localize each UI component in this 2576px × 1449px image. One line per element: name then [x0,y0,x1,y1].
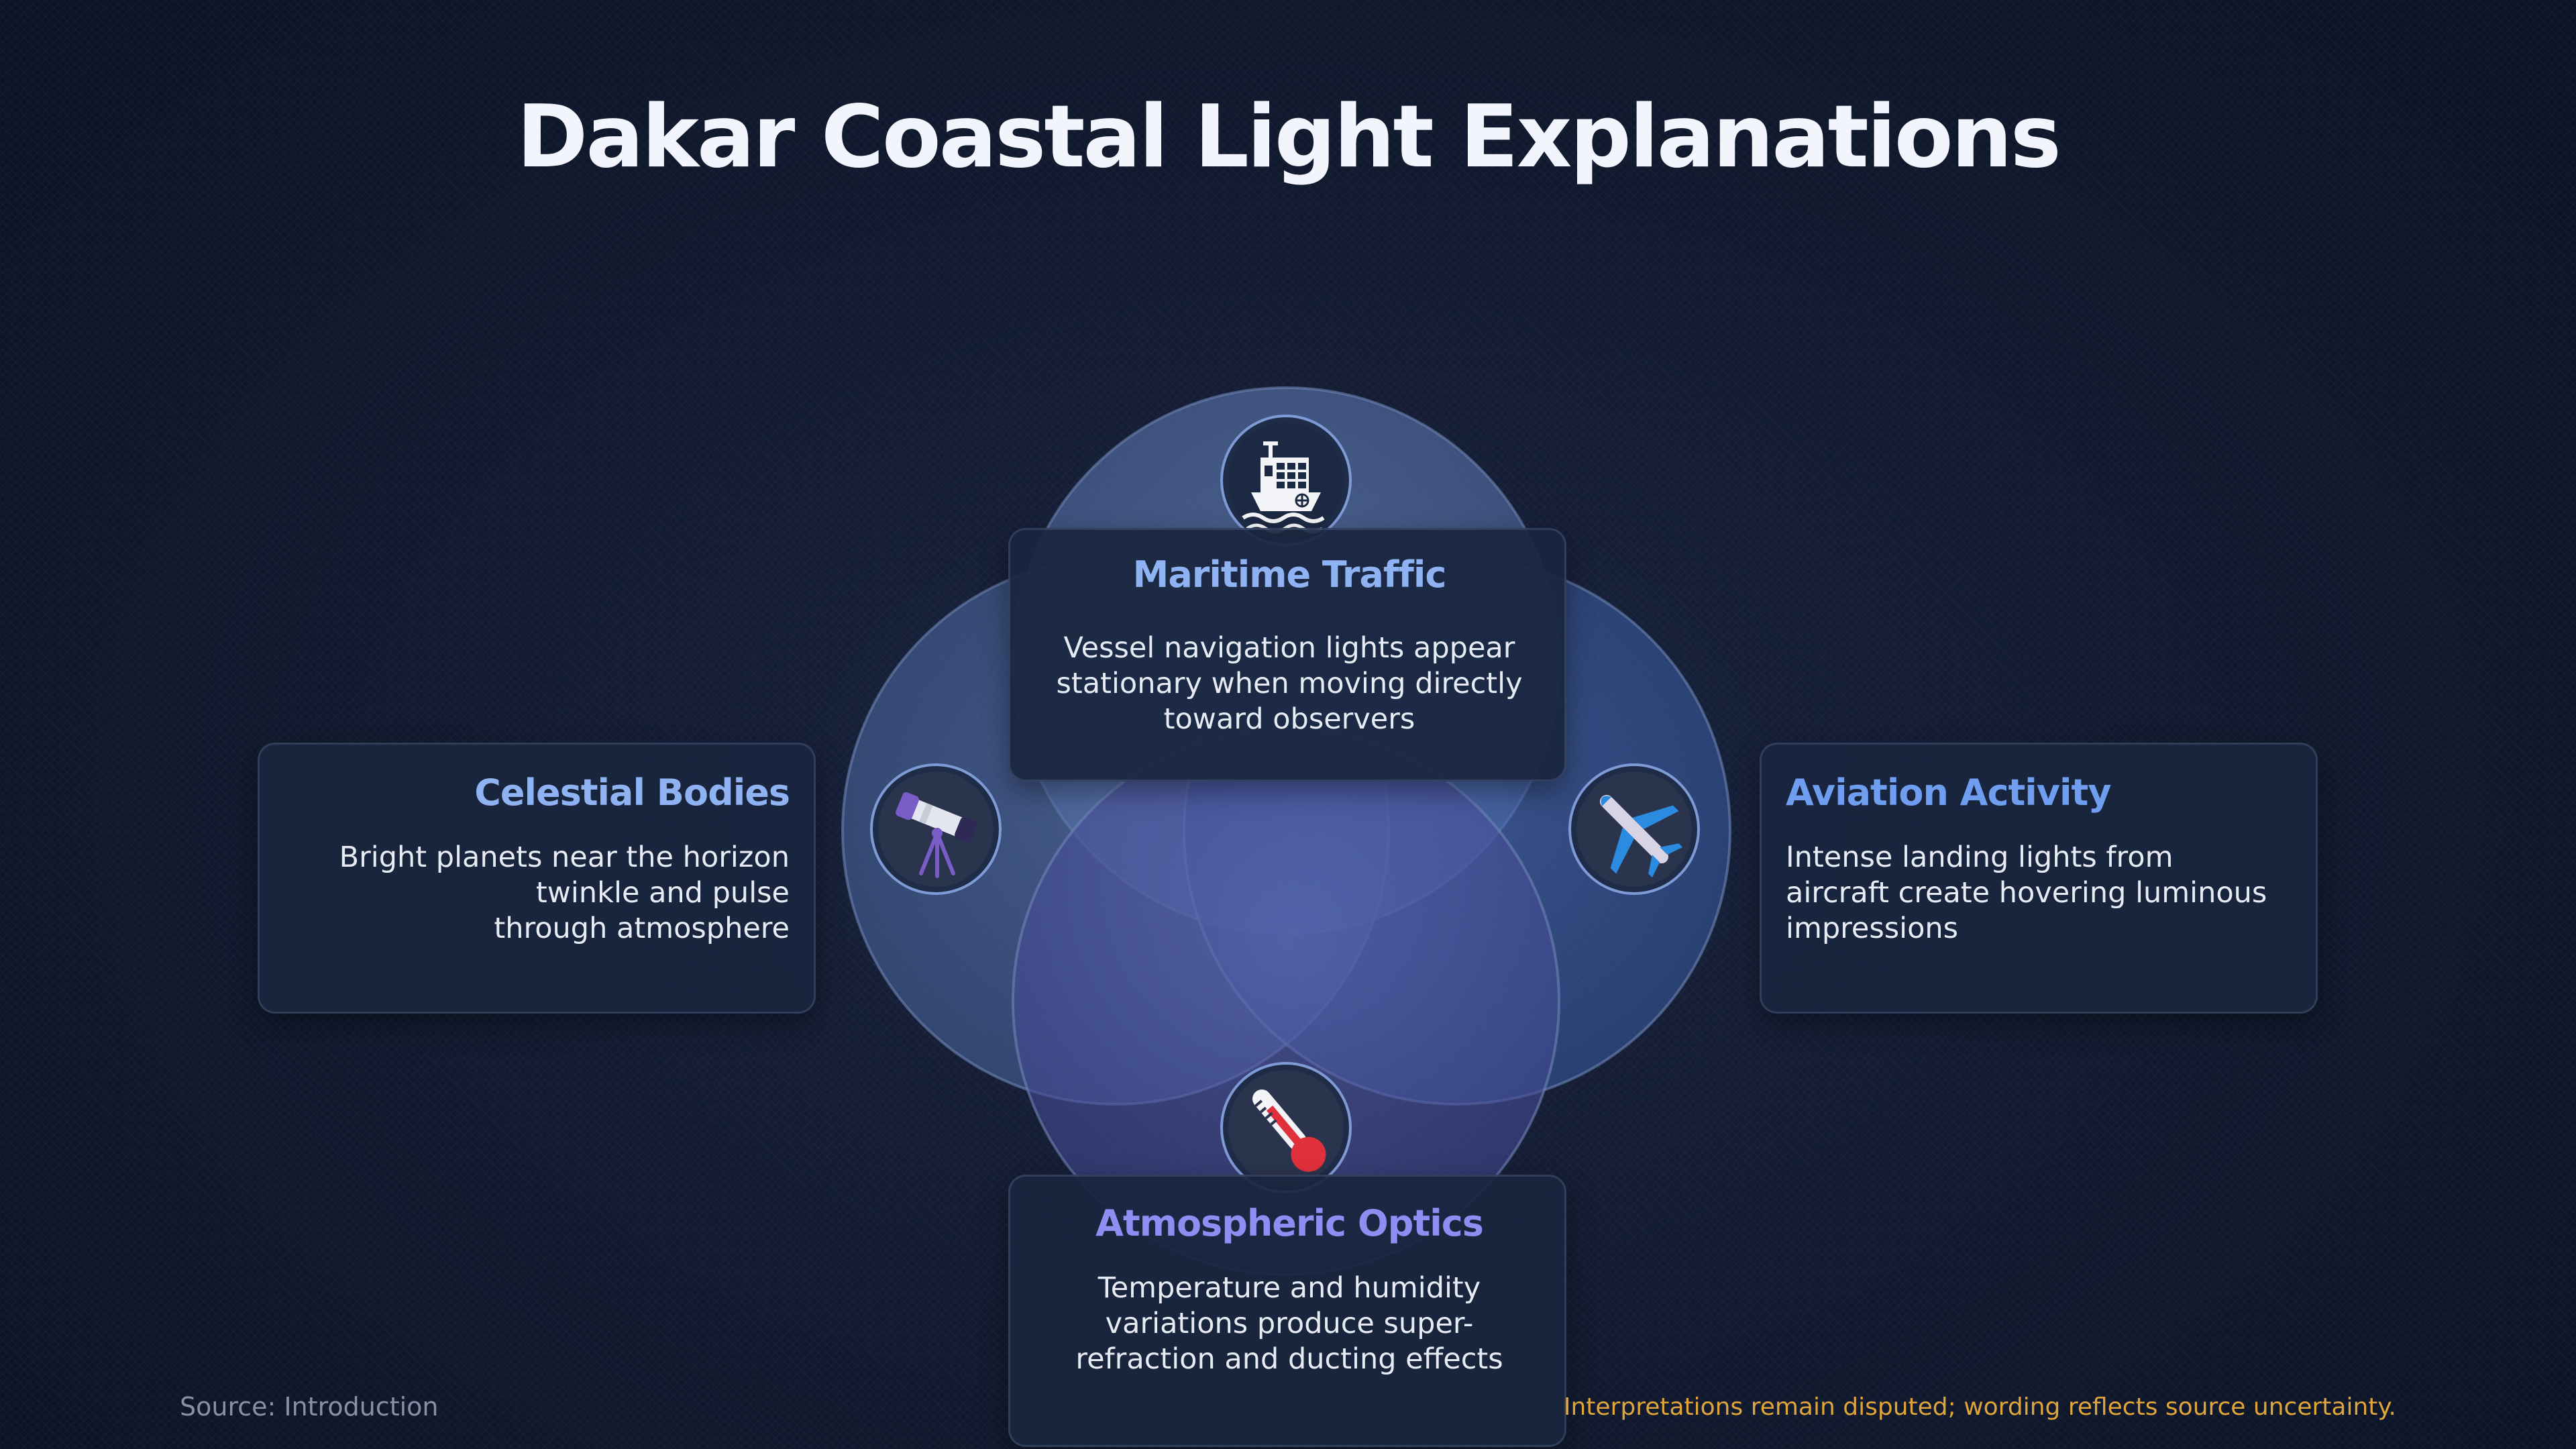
card-description: Vessel navigation lights appear stationa… [1056,631,1523,736]
card-title: Celestial Bodies [474,771,790,814]
card-title: Aviation Activity [1786,771,2112,814]
card-aviation-activity: Aviation Activity Intense landing lights… [1760,743,2318,1014]
telescope-icon [870,763,1002,895]
card-description: Intense landing lights from aircraft cre… [1786,841,2267,945]
cargo-ship-icon [1220,415,1352,546]
disclaimer-note: Interpretations remain disputed; wording… [1563,1393,2396,1421]
airplane-icon [1568,763,1700,895]
card-title: Maritime Traffic [1132,553,1447,596]
card-description: Bright planets near the horizon twinkle … [339,841,790,945]
card-maritime-traffic: Maritime Traffic Vessel navigation light… [1008,528,1566,782]
thermometer-icon [1220,1062,1352,1193]
page-title: Dakar Coastal Light Explanations [517,87,2061,187]
card-title: Atmospheric Optics [1095,1202,1484,1244]
card-description: Temperature and humidity variations prod… [1075,1271,1503,1376]
card-celestial-bodies: Celestial Bodies Bright planets near the… [258,743,816,1014]
source-note: Source: Introduction [180,1392,439,1421]
card-atmospheric-optics: Atmospheric Optics Temperature and humid… [1008,1175,1566,1447]
